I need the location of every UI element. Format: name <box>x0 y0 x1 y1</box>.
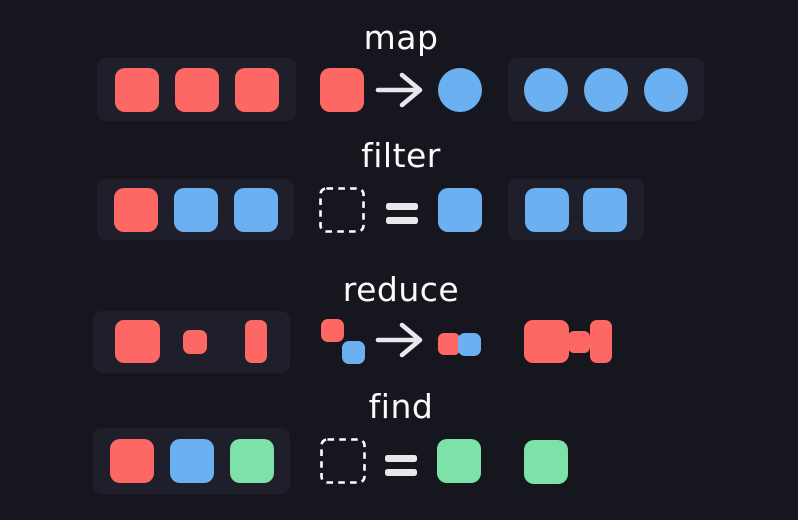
map-output-array <box>508 58 704 121</box>
arrow-right-icon <box>375 322 423 358</box>
filter-input-array <box>97 179 294 240</box>
red-square <box>234 67 279 112</box>
blue-square <box>525 187 569 232</box>
equals-icon <box>385 455 417 476</box>
empty-dashed-square <box>320 438 366 484</box>
row-title-map: map <box>363 18 439 57</box>
small-red-square <box>321 319 344 342</box>
red-square <box>174 67 219 112</box>
large-red-square <box>115 320 160 363</box>
reduce-input-array <box>93 311 290 373</box>
red-square <box>109 439 154 483</box>
blue-square <box>583 187 627 232</box>
arrow-right-icon <box>375 72 423 108</box>
blue-circle <box>438 68 482 112</box>
row-title-find: find <box>368 387 434 426</box>
find-input-array <box>93 428 290 494</box>
red-square <box>320 68 364 112</box>
blue-square <box>173 187 218 232</box>
red-square <box>114 67 159 112</box>
small-red-square <box>183 330 207 354</box>
merged-small-red-square <box>438 333 460 355</box>
find-result-green-square <box>524 440 568 484</box>
blue-square <box>169 439 214 483</box>
blue-circle <box>524 67 568 112</box>
equals-icon <box>386 203 418 224</box>
green-square <box>437 439 481 483</box>
blue-square <box>438 188 482 232</box>
blue-circle <box>644 67 688 112</box>
blue-square <box>233 187 278 232</box>
composite-large-red-square <box>524 320 569 363</box>
row-title-filter: filter <box>361 136 441 175</box>
composite-tall-red-rect <box>590 320 612 363</box>
small-blue-square <box>342 341 365 364</box>
tall-red-rect <box>245 320 267 363</box>
green-square <box>229 439 274 483</box>
row-title-reduce: reduce <box>342 270 460 309</box>
merged-small-blue-square <box>458 333 481 356</box>
composite-connector-red-square <box>568 331 590 353</box>
red-square <box>113 187 158 232</box>
blue-circle <box>584 67 628 112</box>
filter-output-array <box>508 179 644 240</box>
map-input-array <box>97 58 296 121</box>
empty-dashed-square <box>319 187 365 233</box>
